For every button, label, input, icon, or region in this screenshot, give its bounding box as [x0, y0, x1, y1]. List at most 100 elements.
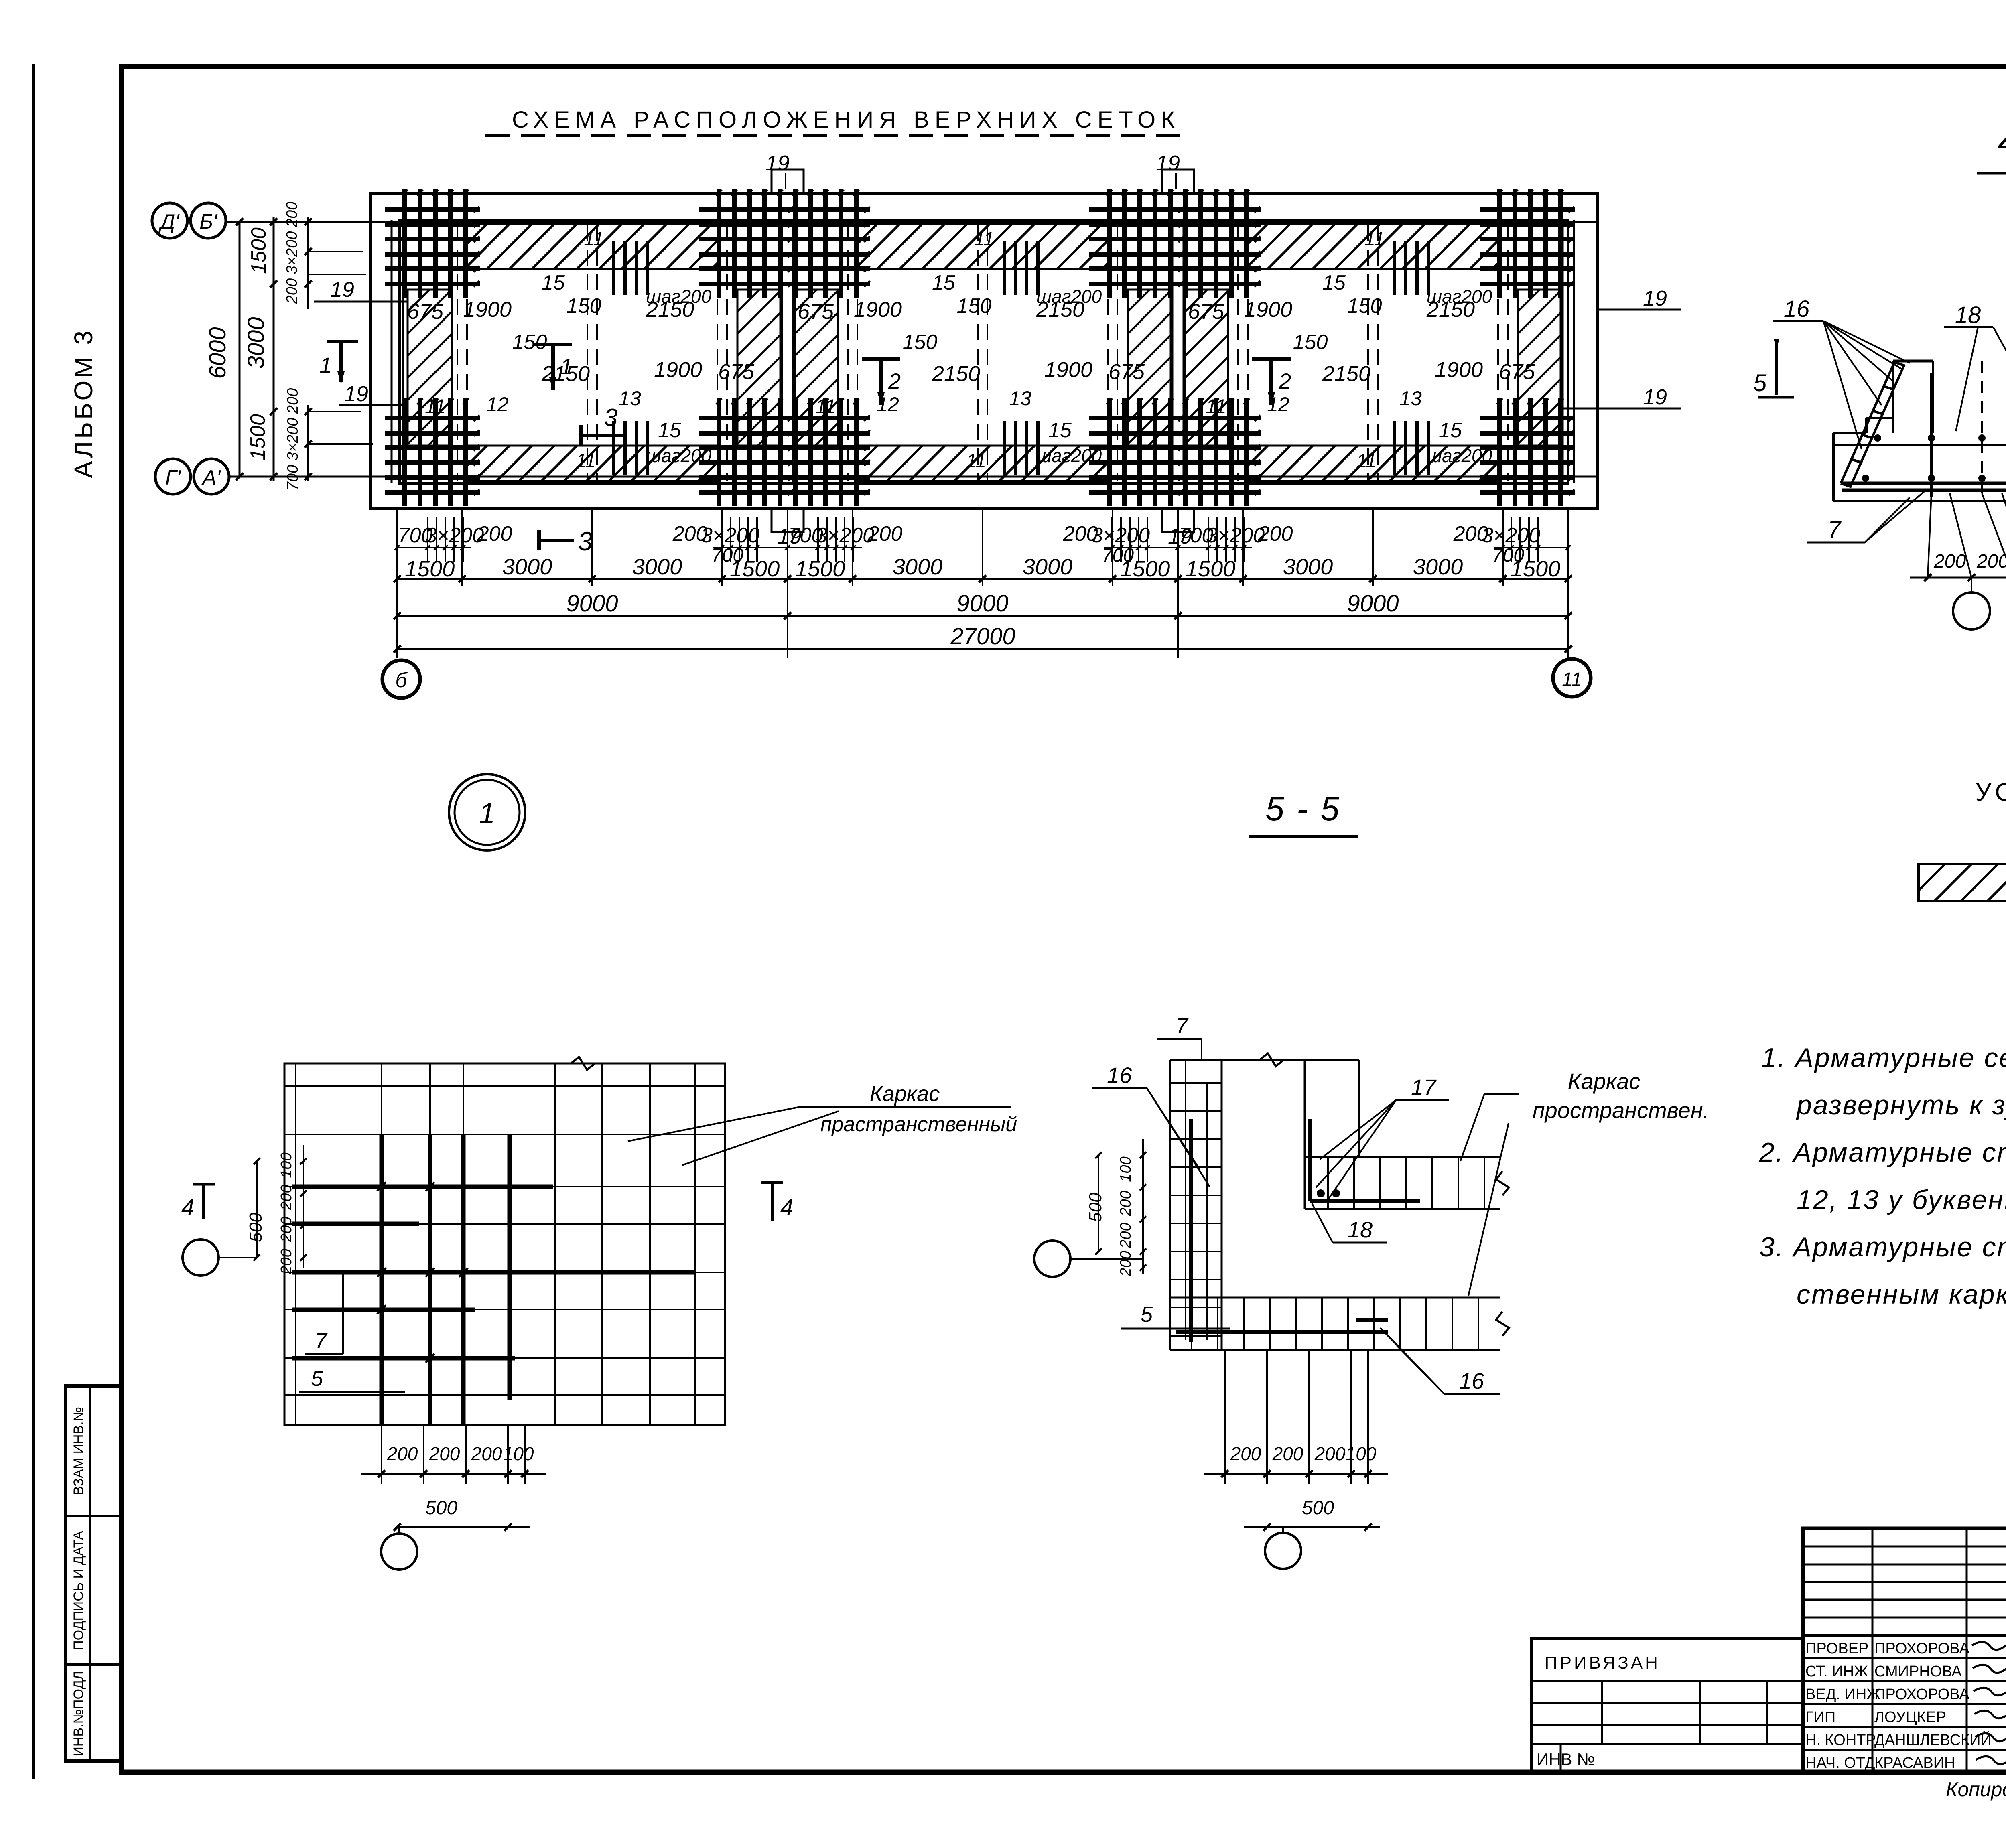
svg-text:200: 200	[1117, 1223, 1134, 1248]
svg-text:5: 5	[311, 1367, 323, 1391]
svg-text:ПРИВЯЗАН: ПРИВЯЗАН	[1545, 1653, 1660, 1673]
svg-text:А': А'	[201, 466, 221, 489]
svg-text:11: 11	[966, 450, 986, 472]
svg-text:3: 3	[604, 404, 617, 432]
svg-text:2150: 2150	[932, 362, 980, 386]
svg-text:675: 675	[718, 360, 755, 384]
svg-text:СМИРНОВА: СМИРНОВА	[1874, 1663, 1962, 1680]
svg-text:Копировал: Коршунова 23610-0: Копировал: Коршунова 23610-03 35	[1946, 1778, 2006, 1801]
svg-text:1: 1	[479, 797, 495, 830]
svg-text:100: 100	[278, 1152, 295, 1178]
svg-text:3000: 3000	[243, 317, 269, 369]
svg-text:19: 19	[778, 524, 802, 548]
svg-text:200: 200	[867, 522, 903, 546]
svg-text:3000: 3000	[1283, 554, 1333, 579]
svg-text:1900: 1900	[654, 358, 702, 382]
svg-text:5: 5	[1141, 1302, 1153, 1327]
svg-text:200: 200	[672, 522, 708, 546]
svg-text:700: 700	[398, 524, 433, 547]
svg-text:1500: 1500	[405, 556, 455, 581]
svg-text:11: 11	[425, 395, 446, 418]
svg-text:11: 11	[974, 229, 994, 250]
svg-text:6000: 6000	[205, 327, 231, 379]
svg-text:500: 500	[425, 1497, 457, 1519]
svg-text:15: 15	[658, 419, 682, 442]
svg-text:УСЛОВНЫЕ ОБОЗНАЧЕНИЯ: УСЛОВНЫЕ ОБОЗНАЧЕНИЯ	[1976, 779, 2006, 806]
svg-text:2: 2	[888, 369, 901, 394]
svg-text:3000: 3000	[632, 554, 682, 579]
svg-text:150: 150	[957, 294, 992, 318]
svg-text:прастранственный: прастранственный	[820, 1113, 1017, 1136]
svg-text:700: 700	[788, 524, 823, 547]
svg-text:1500: 1500	[247, 227, 270, 274]
svg-text:13: 13	[619, 387, 641, 410]
svg-text:15: 15	[542, 271, 565, 294]
svg-text:шаг200: шаг200	[1036, 286, 1102, 307]
svg-text:200: 200	[1063, 522, 1098, 546]
svg-text:1900: 1900	[1244, 298, 1292, 322]
svg-text:АЛЬБОМ 3: АЛЬБОМ 3	[69, 328, 98, 478]
svg-text:шаг200: шаг200	[1036, 445, 1102, 466]
svg-text:1: 1	[560, 354, 573, 379]
svg-text:ПРОХОРОВА: ПРОХОРОВА	[1874, 1686, 1969, 1703]
svg-text:150: 150	[1347, 294, 1382, 318]
svg-text:15: 15	[932, 271, 956, 294]
svg-text:ЛОУЦКЕР: ЛОУЦКЕР	[1874, 1709, 1946, 1726]
svg-text:11: 11	[1364, 229, 1385, 250]
svg-text:ИНВ.№ПОДЛ: ИНВ.№ПОДЛ	[71, 1671, 86, 1756]
svg-text:4 - 4: 4 - 4	[1998, 120, 2006, 163]
svg-text:17: 17	[1411, 1075, 1437, 1100]
svg-text:18: 18	[1348, 1217, 1373, 1242]
svg-text:3. Арматурные стержни поз.1: 3. Арматурные стержни поз.19 привязать к…	[1759, 1232, 2006, 1262]
svg-text:11: 11	[815, 395, 836, 418]
svg-text:ВЗАМ ИНВ.№: ВЗАМ ИНВ.№	[71, 1407, 86, 1495]
svg-text:16: 16	[1784, 296, 1810, 322]
svg-text:КРАСАВИН: КРАСАВИН	[1874, 1755, 1955, 1771]
svg-text:500: 500	[1302, 1497, 1334, 1519]
svg-text:11: 11	[1356, 450, 1377, 472]
svg-text:675: 675	[798, 300, 834, 324]
svg-text:ПРОВЕР: ПРОВЕР	[1805, 1640, 1868, 1657]
svg-text:19: 19	[1168, 524, 1192, 548]
svg-text:19: 19	[1643, 385, 1667, 409]
svg-text:2150: 2150	[541, 362, 590, 386]
svg-text:3000: 3000	[502, 554, 552, 579]
svg-text:16: 16	[1459, 1368, 1484, 1394]
svg-text:18: 18	[1955, 302, 1981, 328]
svg-text:шаг200: шаг200	[1427, 286, 1492, 307]
svg-text:Каркас: Каркас	[870, 1082, 940, 1106]
svg-text:шаг200: шаг200	[646, 286, 712, 307]
svg-text:ГИП: ГИП	[1805, 1709, 1835, 1726]
svg-text:200: 200	[1933, 551, 1966, 572]
svg-text:Г': Г'	[165, 466, 181, 489]
svg-text:200 3×200 200: 200 3×200 200	[284, 202, 300, 304]
svg-text:16: 16	[1107, 1063, 1132, 1088]
svg-text:2. Арматурные стержни поз.1: 2. Арматурные стержни поз.15 ввязать в с…	[1759, 1137, 2006, 1168]
svg-text:ВЕД. ИНЖ: ВЕД. ИНЖ	[1805, 1686, 1880, 1703]
svg-text:19: 19	[1643, 286, 1667, 310]
svg-text:19: 19	[1156, 151, 1180, 175]
svg-text:675: 675	[1499, 360, 1535, 384]
svg-text:1. Арматурные сетки поз. 12: 1. Арматурные сетки поз. 12 длинными кон…	[1761, 1043, 2006, 1073]
svg-text:150: 150	[566, 294, 601, 318]
svg-text:ДАНШЛЕВСКИЙ: ДАНШЛЕВСКИЙ	[1874, 1730, 1992, 1749]
svg-text:шаг200: шаг200	[1427, 445, 1492, 466]
svg-text:3000: 3000	[1413, 554, 1463, 579]
svg-text:200: 200	[387, 1443, 418, 1464]
svg-text:12, 13 у буквенных осей с: 12, 13 у буквенных осей с шагом 200.	[1797, 1185, 2006, 1215]
svg-text:675: 675	[1109, 360, 1145, 384]
svg-text:200: 200	[1258, 522, 1293, 546]
svg-text:200: 200	[278, 1217, 295, 1242]
svg-text:100: 100	[503, 1443, 534, 1464]
svg-text:Н. КОНТР: Н. КОНТР	[1805, 1732, 1876, 1749]
svg-text:100: 100	[1346, 1443, 1377, 1464]
svg-text:5 - 5: 5 - 5	[1265, 790, 1341, 828]
svg-text:100: 100	[1117, 1156, 1134, 1182]
svg-text:200: 200	[477, 522, 512, 546]
svg-text:СХЕМА РАСПОЛОЖЕНИЯ ВЕРХНИХ: СХЕМА РАСПОЛОЖЕНИЯ ВЕРХНИХ СЕТОК	[512, 107, 1180, 133]
svg-text:200: 200	[1314, 1443, 1346, 1464]
svg-text:2150: 2150	[1426, 298, 1475, 322]
svg-text:19: 19	[765, 151, 790, 175]
svg-text:675: 675	[407, 300, 444, 324]
svg-text:б: б	[395, 669, 408, 692]
